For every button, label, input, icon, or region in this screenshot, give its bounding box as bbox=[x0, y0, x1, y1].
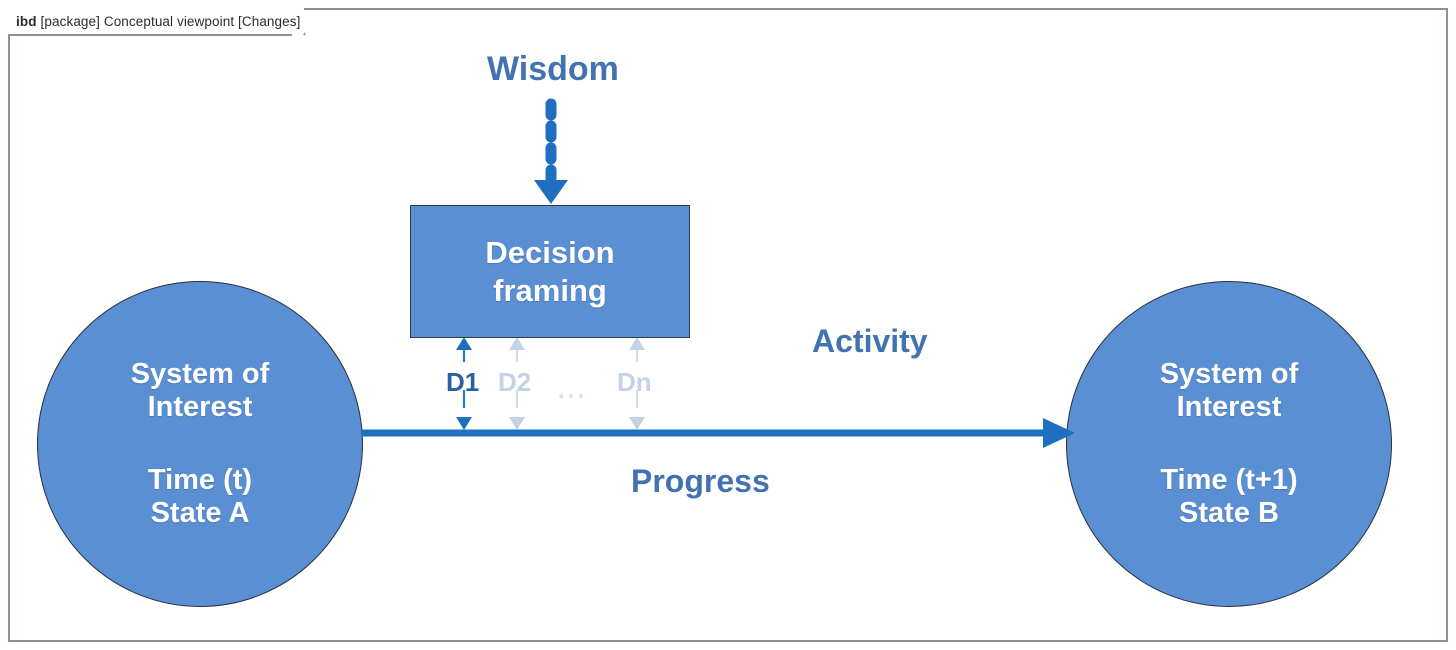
soi-right-title-line2: Interest bbox=[1176, 390, 1282, 423]
soi-left-title-line1: System of bbox=[130, 357, 270, 390]
soi-left-state-line2: State A bbox=[150, 497, 250, 530]
decision-channel-label-dn: Dn bbox=[617, 367, 652, 397]
decision-box-text: Decision framing bbox=[485, 234, 614, 308]
system-of-interest-right[interactable]: System of Interest Time (t+1) State B bbox=[1066, 281, 1392, 607]
frame-tab-keyword: ibd bbox=[16, 13, 37, 29]
frame-tab[interactable]: ibd[package] Conceptual viewpoint [Chang… bbox=[8, 8, 305, 34]
frame-tab-bottom-border bbox=[8, 34, 292, 36]
soi-left-title: System of Interest bbox=[131, 358, 270, 424]
decision-channel-label-d2: D2 bbox=[498, 367, 532, 397]
soi-left-state: Time (t) State A bbox=[148, 464, 252, 530]
soi-left-state-line1: Time (t) bbox=[147, 464, 253, 496]
soi-right-state: Time (t+1) State B bbox=[1160, 464, 1297, 530]
soi-right-title-line1: System of bbox=[1159, 357, 1299, 390]
frame-tab-qualifier: [package] Conceptual viewpoint [Changes] bbox=[40, 13, 301, 29]
decision-box-line1: Decision bbox=[485, 235, 615, 271]
soi-left-title-line2: Interest bbox=[147, 390, 253, 423]
wisdom-label: Wisdom bbox=[487, 50, 619, 88]
progress-label: Progress bbox=[631, 463, 770, 499]
soi-right-state-line1: Time (t+1) bbox=[1160, 464, 1298, 496]
decision-box-line2: framing bbox=[493, 272, 607, 308]
frame-tab-label: ibd[package] Conceptual viewpoint [Chang… bbox=[16, 14, 300, 29]
activity-label: Activity bbox=[812, 323, 928, 359]
system-of-interest-left[interactable]: System of Interest Time (t) State A bbox=[37, 281, 363, 607]
decision-framing-box[interactable]: Decision framing bbox=[410, 205, 690, 338]
soi-right-state-line2: State B bbox=[1179, 497, 1279, 530]
soi-right-title: System of Interest bbox=[1160, 358, 1299, 424]
decision-channel-ellipsis: ... bbox=[558, 377, 588, 404]
decision-channel-label-d1: D1 bbox=[446, 367, 480, 397]
